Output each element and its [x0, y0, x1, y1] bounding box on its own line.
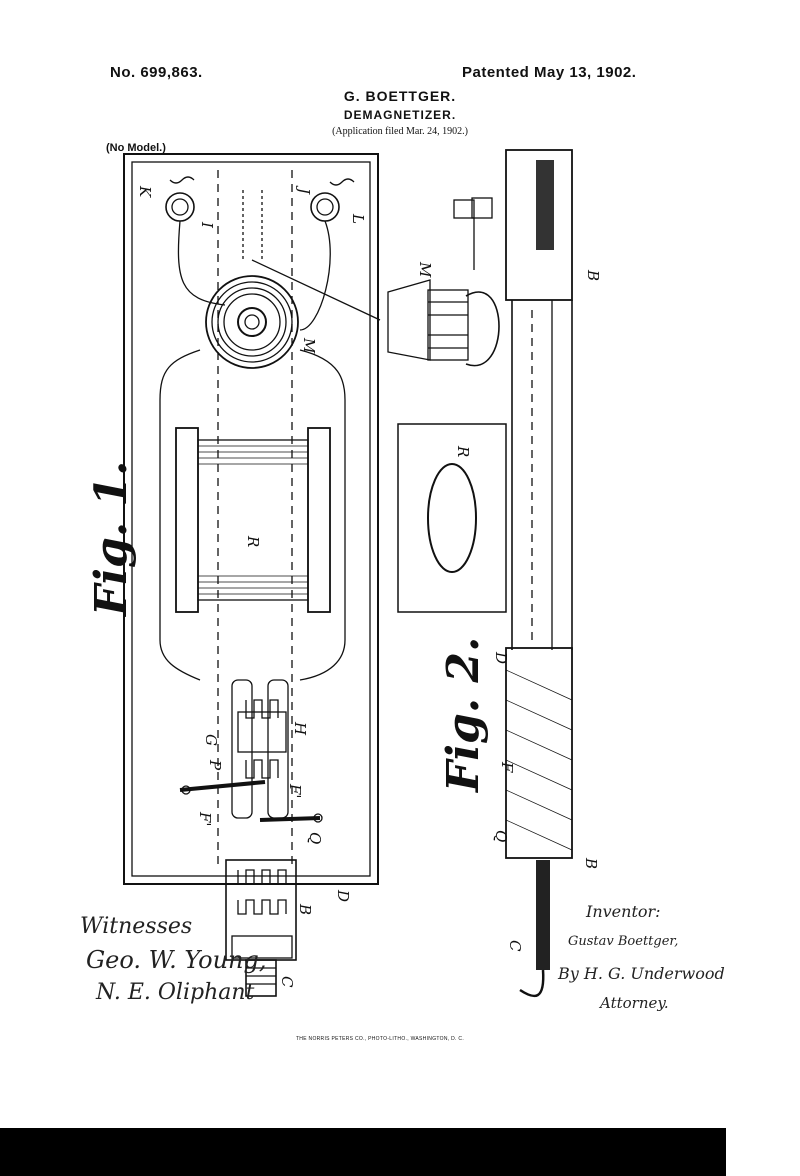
witnesses-label: Witnesses [80, 914, 193, 939]
letter-q-fig2: Q [492, 830, 510, 842]
witness-1-signature: Geo. W. Young, [86, 946, 267, 974]
patent-date: Patented May 13, 1902. [462, 64, 637, 81]
printer-credit: THE NORRIS PETERS CO., PHOTO-LITHO., WAS… [295, 1036, 465, 1042]
attorney-by: By H. G. Underwood [558, 964, 725, 983]
fig1-label: Fig. 1. [86, 460, 137, 616]
letter-p-fig1: P [206, 759, 224, 771]
inventor-label: Inventor: [586, 902, 661, 921]
letter-f1-fig1: F' [196, 811, 214, 827]
letter-g-fig1: G [202, 734, 220, 746]
letter-b-fig1: B [296, 903, 314, 915]
letter-m-fig2: M [416, 261, 434, 278]
inventor-name: G. BOETTGER. [343, 88, 457, 104]
letter-l-fig1: L [349, 213, 367, 224]
inventor-signature: Gustav Boettger, [568, 934, 679, 949]
letter-d-fig1: D [334, 889, 352, 902]
attorney-label: Attorney. [600, 994, 669, 1012]
letter-i-fig1: I [198, 221, 216, 229]
letter-k-fig1: K [136, 185, 154, 198]
letter-r-fig1: R [244, 535, 262, 547]
letter-h-fig1: H [291, 721, 309, 736]
model-note: (No Model.) [106, 142, 166, 154]
witness-2-signature: N. E. Oliphant [96, 980, 255, 1005]
letter-f2-fig1: F' [286, 783, 304, 799]
letter-c-fig2: C [506, 940, 524, 952]
letter-c-fig1: C [278, 976, 296, 988]
letter-d-fig2: D [492, 651, 510, 664]
letter-r-fig2: R [454, 445, 472, 457]
letter-f-fig2: F [498, 761, 516, 773]
patent-title: DEMAGNETIZER. [343, 108, 457, 122]
patent-number: No. 699,863. [110, 64, 203, 81]
scan-edge-bar [0, 1128, 726, 1176]
letter-q-fig1: Q [306, 832, 324, 844]
application-date: (Application filed Mar. 24, 1902.) [332, 126, 468, 137]
fig2-drawing [387, 149, 573, 998]
letter-j-fig1: J [295, 185, 313, 195]
letter-b-fig2: B [584, 269, 602, 281]
letter-m-fig1: M [300, 337, 318, 354]
fig1-drawing [123, 153, 381, 997]
letter-b2-fig2: B [582, 857, 600, 869]
fig2-label: Fig. 2. [438, 636, 489, 792]
